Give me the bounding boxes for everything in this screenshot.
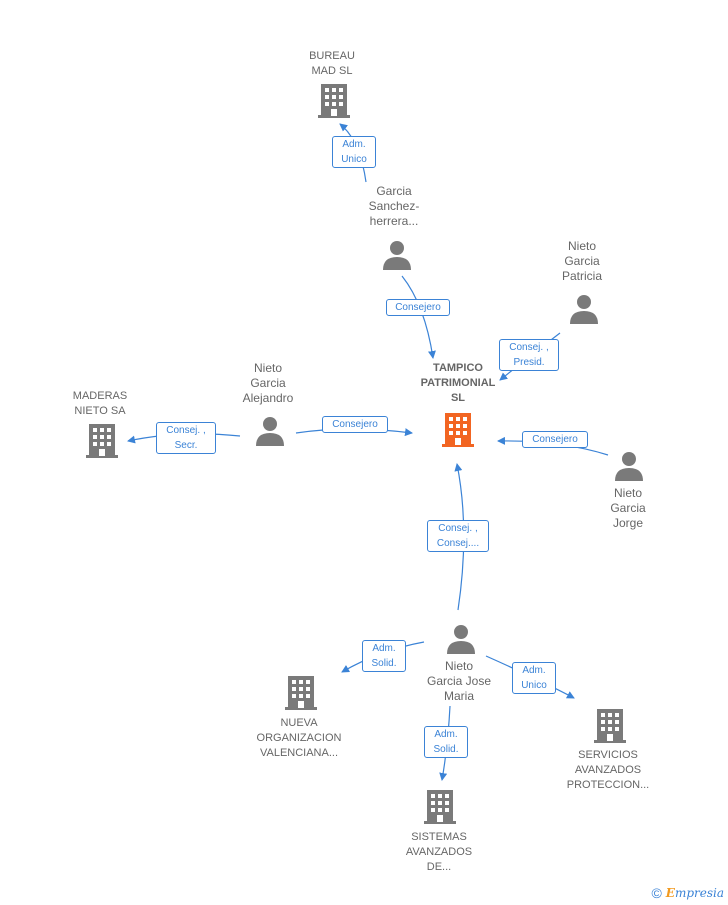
copyright-symbol: ©	[651, 885, 662, 901]
person-icon[interactable]	[447, 625, 475, 654]
node-label-garcia-sanchez[interactable]: Garcia Sanchez- herrera...	[368, 184, 420, 228]
node-label-bureau[interactable]: BUREAU MAD SL	[309, 50, 355, 77]
node-label-tampico[interactable]: TAMPICO PATRIMONIAL SL	[420, 362, 496, 404]
brand-name: Empresia	[665, 886, 724, 900]
node-label-sistemas[interactable]: SISTEMAS AVANZADOS DE...	[405, 831, 473, 873]
edge-label-alejandro-maderas[interactable]: Consej. , Secr.	[156, 422, 216, 454]
building-icon[interactable]	[285, 676, 317, 710]
edge-label-jorge-tampico[interactable]: Consejero	[522, 431, 588, 448]
person-icon[interactable]	[383, 241, 411, 270]
edge-label-garcia-tampico[interactable]: Consejero	[386, 299, 450, 316]
edge-label-jose-sistemas[interactable]: Adm. Solid.	[424, 726, 468, 758]
node-label-servicios[interactable]: SERVICIOS AVANZADOS PROTECCION...	[566, 749, 650, 791]
node-label-nieto-jorge[interactable]: Nieto Garcia Jorge	[610, 486, 646, 530]
building-icon[interactable]	[86, 424, 118, 458]
building-icon[interactable]	[424, 790, 456, 824]
person-icon[interactable]	[615, 452, 643, 481]
building-icon[interactable]	[594, 709, 626, 743]
edge-label-garcia-bureau[interactable]: Adm. Unico	[332, 136, 376, 168]
person-icon[interactable]	[570, 295, 598, 324]
node-label-nieto-alejandro[interactable]: Nieto Garcia Alejandro	[242, 361, 294, 405]
empresia-logo: © Empresia	[651, 885, 724, 901]
node-label-nieto-jose[interactable]: Nieto Garcia Jose Maria	[426, 659, 492, 703]
building-icon[interactable]	[318, 84, 350, 118]
edge-label-jose-tampico[interactable]: Consej. , Consej....	[427, 520, 489, 552]
node-label-nueva[interactable]: NUEVA ORGANIZACION VALENCIANA...	[256, 717, 342, 759]
node-label-maderas[interactable]: MADERAS NIETO SA	[72, 390, 128, 417]
edge-label-alejandro-tampico[interactable]: Consejero	[322, 416, 388, 433]
edge-label-patricia-tampico[interactable]: Consej. , Presid.	[499, 339, 559, 371]
edge-label-jose-servicios[interactable]: Adm. Unico	[512, 662, 556, 694]
person-icon[interactable]	[256, 417, 284, 446]
edge-label-jose-nueva[interactable]: Adm. Solid.	[362, 640, 406, 672]
edge-garcia-tampico	[401, 275, 436, 359]
node-label-nieto-patricia[interactable]: Nieto Garcia Patricia	[561, 239, 602, 283]
building-icon[interactable]	[442, 413, 474, 447]
